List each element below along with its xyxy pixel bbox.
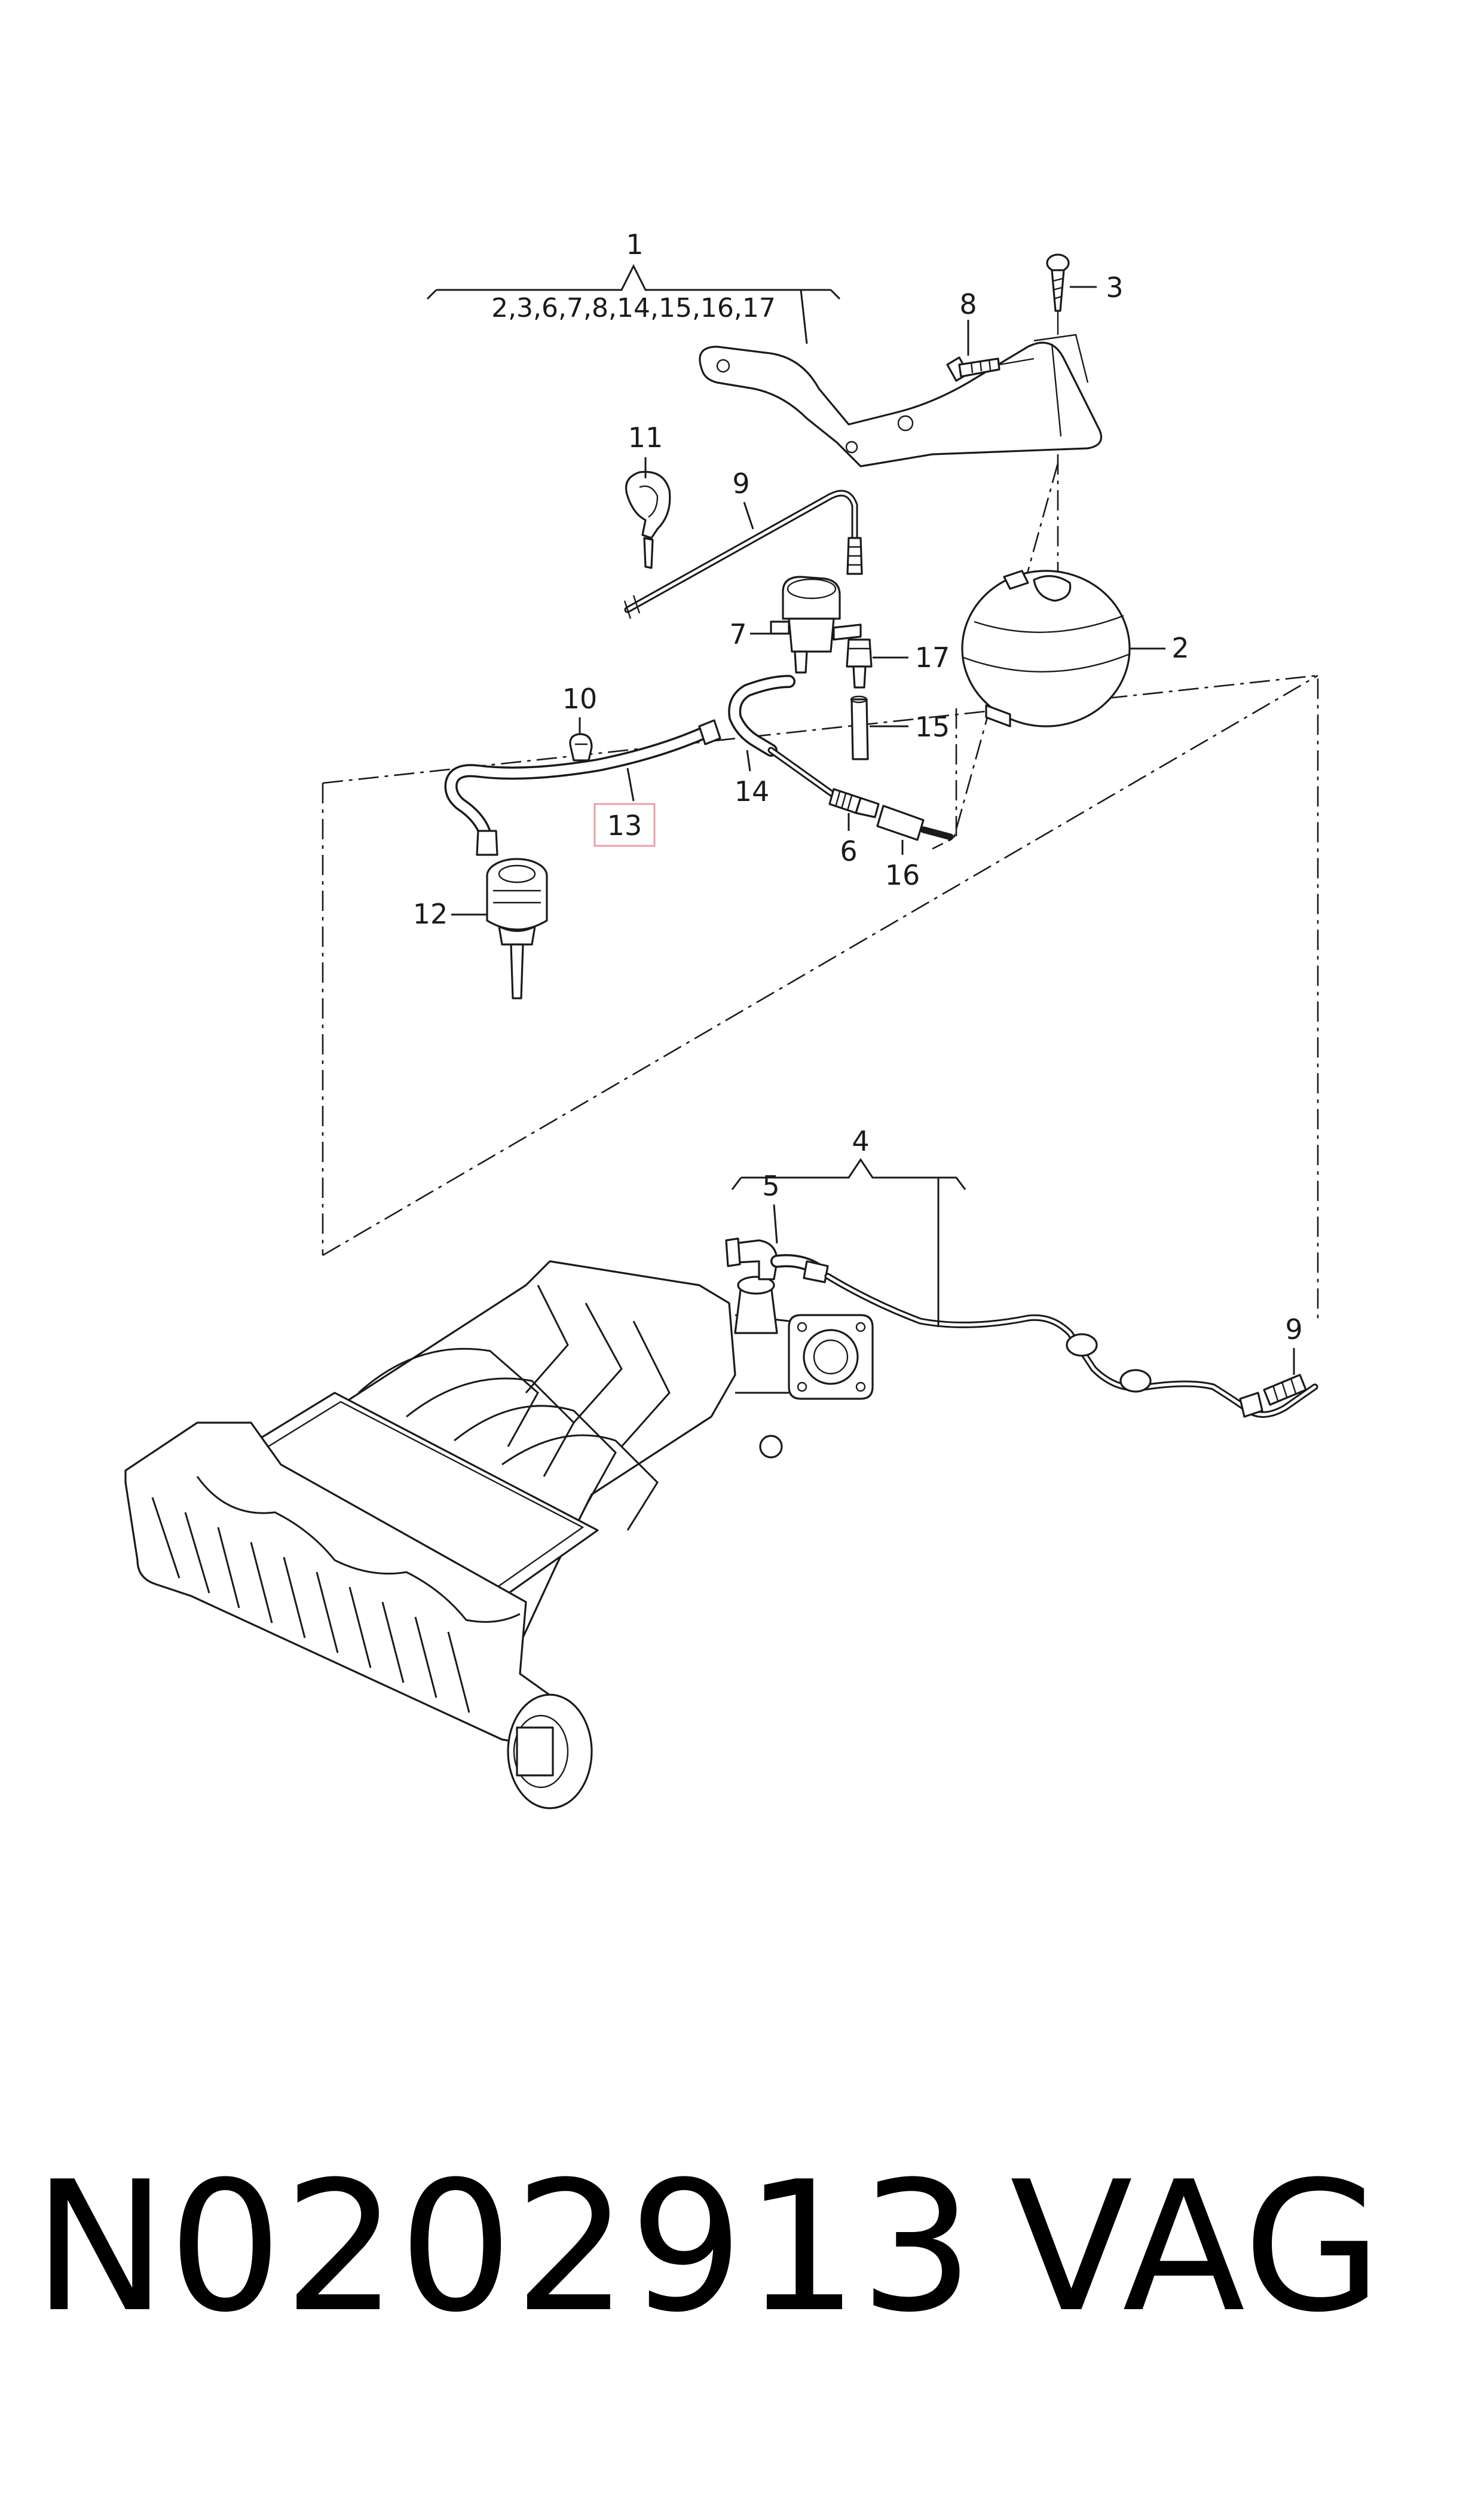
hose-14 (728, 675, 795, 757)
callout-13: 13 (607, 809, 642, 842)
callout-4: 4 (852, 1125, 869, 1157)
callout-1: 1 (626, 228, 643, 261)
solenoid-valve-7 (770, 576, 862, 674)
callout-10: 10 (562, 683, 598, 715)
fitting-6 (828, 788, 880, 818)
callout-8: 8 (959, 288, 977, 320)
callout-16: 16 (885, 859, 920, 891)
screw-3 (1046, 253, 1070, 335)
intake-manifold (124, 1237, 874, 1809)
vacuum-reservoir (961, 570, 1131, 727)
callout-9-upper: 9 (732, 467, 749, 500)
callout-15: 15 (915, 711, 950, 743)
connector-16 (876, 805, 954, 841)
callout-9-lower: 9 (1285, 1313, 1302, 1346)
part-number: N0202913 (33, 2143, 975, 2352)
leader-lines (426, 264, 1295, 1375)
bolt-8 (946, 356, 1035, 382)
callout-13-highlighted[interactable]: 13 (593, 803, 656, 847)
callout-2: 2 (1171, 632, 1189, 664)
vacuum-line-4 (770, 1254, 1318, 1418)
hose-clip-10 (569, 733, 593, 762)
callout-14: 14 (735, 775, 770, 808)
callout-labels: 1 2,3,6,7,8,14,15,16,17 8 3 2 11 9 7 17 … (413, 228, 1303, 1346)
cable-tie-11 (625, 470, 671, 569)
highlight-box (593, 803, 656, 847)
hose-13 (444, 719, 721, 837)
tube-15 (850, 695, 869, 760)
callout-3: 3 (1106, 271, 1123, 304)
mounting-bracket (699, 334, 1103, 467)
brand-name: VAG (1010, 2143, 1384, 2352)
vacuum-line-9-upper (623, 490, 863, 619)
check-valve-12 (476, 830, 548, 999)
callout-12: 12 (413, 898, 448, 930)
callout-11: 11 (628, 421, 663, 454)
callout-6: 6 (840, 835, 857, 867)
callout-17: 17 (915, 641, 950, 674)
connector-17 (846, 638, 873, 689)
callout-7: 7 (729, 618, 746, 650)
vacuum-line-to-6 (767, 747, 837, 799)
callout-1-sub: 2,3,6,7,8,14,15,16,17 (491, 293, 776, 323)
footer: N0202913 VAG (0, 2128, 1484, 2367)
callout-5: 5 (762, 1170, 779, 1202)
